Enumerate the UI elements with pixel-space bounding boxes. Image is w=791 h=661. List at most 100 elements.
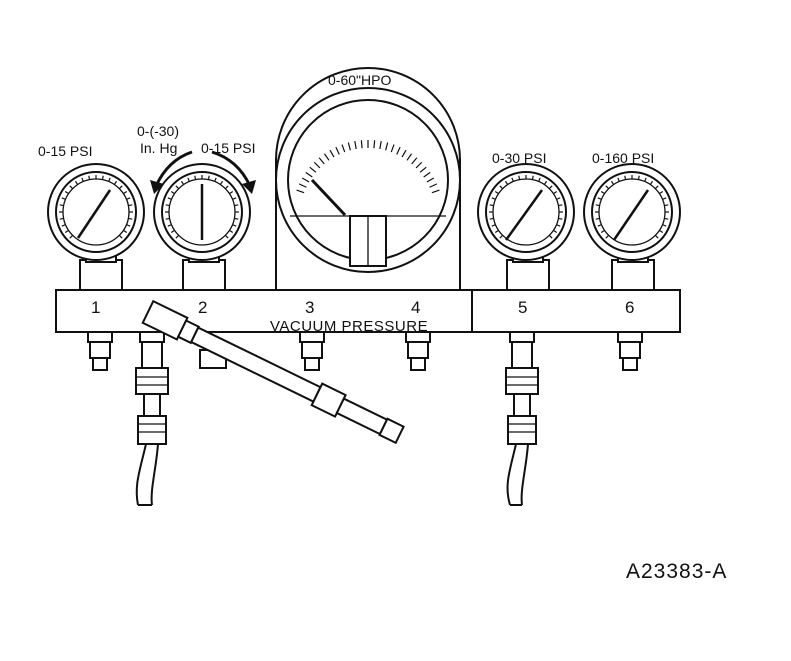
large-gauge-tick <box>298 183 307 188</box>
hose-assembly-right <box>505 331 539 506</box>
small-gauge-scale-ticks <box>59 175 669 239</box>
small-gauge-tick <box>605 185 610 190</box>
small-gauge-tick <box>126 197 131 200</box>
small-gauge-tick <box>214 177 217 182</box>
small-gauge-tick <box>167 224 172 227</box>
large-gauge-tick <box>309 166 317 173</box>
small-gauge-tick <box>234 204 239 207</box>
port-number-2: 2 <box>198 298 207 317</box>
small-gauge-tick <box>597 197 602 200</box>
small-gauge-tick <box>180 180 185 185</box>
fitting-port-4 <box>405 331 431 371</box>
small-gauge-tick <box>224 185 229 190</box>
small-gauge-tick <box>165 204 170 207</box>
large-gauge-tick <box>313 161 321 169</box>
small-gauge-tick <box>538 177 541 182</box>
small-gauge-tick <box>491 197 496 200</box>
large-gauge-tick <box>373 140 376 149</box>
small-gauge-tick <box>175 234 180 239</box>
small-gauge-tick <box>61 197 66 200</box>
small-gauge-tick <box>170 229 175 234</box>
large-gauge-tick <box>429 183 438 188</box>
small-gauge-tick <box>644 177 647 182</box>
large-gauge-tick <box>426 177 435 183</box>
small-gauge-tick <box>662 197 667 200</box>
gauge-1-needle <box>76 189 112 239</box>
small-gauge-tick <box>511 177 514 182</box>
small-gauge-tick <box>518 175 521 180</box>
large-gauge-tick <box>347 142 351 151</box>
small-gauge-tick <box>659 190 664 195</box>
small-gauge-tick <box>170 190 175 195</box>
small-gauge-tick <box>229 190 234 195</box>
small-gauge-tick <box>595 217 600 220</box>
small-gauge-tick <box>234 217 239 220</box>
large-gauge-tick <box>301 177 310 183</box>
gauge-6-needle <box>612 189 650 241</box>
gauge-6: 0-160 PSI <box>583 150 681 291</box>
large-gauge-tick <box>341 144 346 153</box>
small-gauge-tick <box>118 185 123 190</box>
large-gauge-tick <box>411 157 418 165</box>
large-gauge-label: 0-60"HPO <box>328 72 391 88</box>
large-gauge-needle <box>310 178 347 217</box>
small-gauge-tick <box>232 197 237 200</box>
large-gauge-tick <box>419 166 427 173</box>
small-gauge-tick <box>489 204 494 207</box>
small-gauge-tick <box>229 229 234 234</box>
large-gauge-tick <box>318 157 325 165</box>
large-gauge: 0-60"HPO <box>275 67 461 290</box>
pressure-arrow-right-head <box>242 180 256 194</box>
small-gauge-tick <box>494 190 499 195</box>
large-gauge-tick <box>296 189 305 194</box>
small-gauge-tick <box>61 224 66 227</box>
small-gauge-tick <box>548 234 553 239</box>
gauge-2-pressure-range: 0-15 PSI <box>201 140 255 156</box>
port-number-1: 1 <box>91 298 100 317</box>
small-gauge-tick <box>69 234 74 239</box>
port-number-4: 4 <box>411 298 420 317</box>
small-gauge-tick <box>126 224 131 227</box>
large-gauge-tick <box>323 153 330 161</box>
small-gauge-tick <box>553 229 558 234</box>
small-gauge-tick <box>224 234 229 239</box>
large-gauge-tick <box>329 149 335 158</box>
small-gauge-tick <box>664 204 669 207</box>
small-gauge-tick <box>81 177 84 182</box>
small-gauge-tick <box>662 224 667 227</box>
manifold-bar: 1 2 3 4 5 6 VACUUM PRESSURE <box>55 289 681 335</box>
small-gauge-tick <box>64 229 69 234</box>
small-gauge-tick <box>491 224 496 227</box>
small-gauge-tick <box>624 175 627 180</box>
large-gauge-tick <box>396 146 401 155</box>
port-number-6: 6 <box>625 298 634 317</box>
vacuum-arrow-left-head <box>150 180 164 194</box>
small-gauge-tick <box>558 217 563 220</box>
small-gauge-tick <box>494 229 499 234</box>
small-gauge-tick <box>59 217 64 220</box>
gauge-5-needle <box>504 189 544 241</box>
port-number-3: 3 <box>305 298 314 317</box>
gauge-5: 0-30 PSI <box>477 150 575 291</box>
large-gauge-scale-ticks <box>296 140 440 194</box>
small-gauge-tick <box>531 175 534 180</box>
diagonal-adapter-tool <box>141 299 405 445</box>
manifold-caption: VACUUM PRESSURE <box>270 318 428 335</box>
large-gauge-tick <box>379 141 382 150</box>
small-gauge-tick <box>499 185 504 190</box>
figure-id: A23383-A <box>626 560 727 583</box>
small-gauge-tick <box>597 224 602 227</box>
gauge-5-range-label: 0-30 PSI <box>492 150 546 166</box>
small-gauge-tick <box>88 175 91 180</box>
small-gauge-tick <box>548 185 553 190</box>
gauge-1: 0-15 PSI <box>38 143 145 291</box>
small-gauge-tick <box>649 180 654 185</box>
small-gauge-tick <box>504 180 509 185</box>
small-gauge-tick <box>637 175 640 180</box>
small-gauge-tick <box>128 204 133 207</box>
small-gauge-tick <box>232 224 237 227</box>
small-gauge-tick <box>123 229 128 234</box>
small-gauge-tick <box>489 217 494 220</box>
small-gauge-tick <box>664 217 669 220</box>
